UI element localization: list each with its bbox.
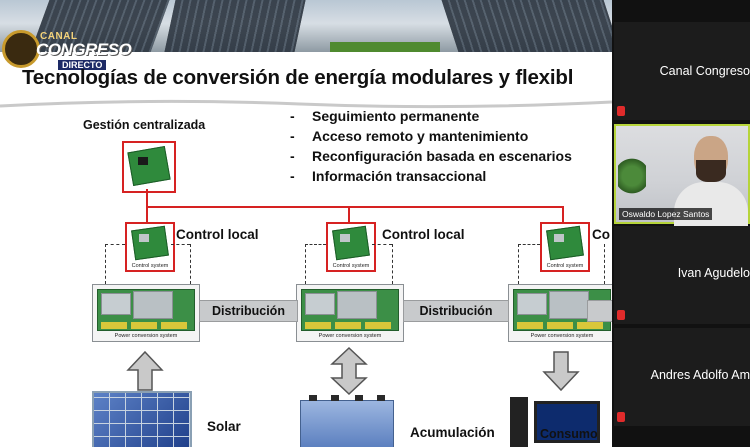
central-management-label: Gestión centralizada: [83, 118, 206, 132]
slide-title: Tecnologías de conversión de energía mod…: [22, 66, 574, 89]
solar-label: Solar: [207, 419, 241, 434]
bullet-item: -Información transaccional: [290, 168, 487, 184]
muted-mic-icon: [617, 310, 625, 320]
power-conversion-system-2: Power conversion system: [296, 284, 404, 342]
local-control-board-2: Control system: [326, 222, 376, 272]
arrow-up-icon: [126, 350, 164, 391]
solar-panel-image: [92, 391, 192, 447]
muted-mic-icon: [617, 412, 625, 422]
participant-name: Oswaldo Lopez Santos: [619, 208, 713, 220]
participant-tile-3[interactable]: Ivan Agudelo: [614, 226, 750, 324]
communication-bus: [146, 206, 564, 208]
arrow-down-icon: [542, 351, 580, 392]
consumption-label: Consumo: [540, 427, 598, 441]
shared-slide: CANAL CONGRESO DIRECTO Tecnologías de co…: [0, 0, 612, 447]
local-control-label-2: Control local: [382, 227, 465, 242]
bullet-item: -Acceso remoto y mantenimiento: [290, 128, 529, 144]
solar-panel-banner: [0, 0, 612, 52]
participant-name: Ivan Agudelo: [677, 266, 750, 280]
muted-mic-icon: [617, 106, 625, 116]
distribution-bus-2: Distribución: [403, 300, 509, 322]
bullet-item: -Seguimiento permanente: [290, 108, 480, 124]
participant-tile-4[interactable]: Andres Adolfo Am: [614, 328, 750, 426]
bullet-item: -Reconfiguración basada en escenarios: [290, 148, 572, 164]
participant-name: Andres Adolfo Am: [650, 368, 750, 382]
battery-bank-image: [300, 395, 394, 447]
participant-tile-2-active[interactable]: Oswaldo Lopez Santos: [614, 124, 750, 226]
local-control-label-3: Co: [592, 227, 610, 242]
storage-label: Acumulación: [410, 425, 495, 440]
computer-load-image: [508, 391, 600, 447]
central-controller-board: [122, 141, 176, 193]
local-control-board-1: Control system: [125, 222, 175, 272]
distribution-bus-1: Distribución: [199, 300, 298, 322]
power-conversion-system-1: Power conversion system: [92, 284, 200, 342]
title-underline: [0, 99, 612, 109]
canal-congreso-logo: CANAL CONGRESO DIRECTO: [0, 28, 140, 72]
local-control-board-3: Control system: [540, 222, 590, 272]
arrow-bidirectional-icon: [330, 346, 368, 396]
features-list: -Seguimiento permanente -Acceso remoto y…: [290, 108, 572, 188]
plant-background: [618, 156, 646, 196]
participant-tile-1[interactable]: Canal Congreso: [614, 22, 750, 120]
local-control-label-1: Control local: [176, 227, 259, 242]
participant-name: Canal Congreso: [659, 64, 750, 78]
